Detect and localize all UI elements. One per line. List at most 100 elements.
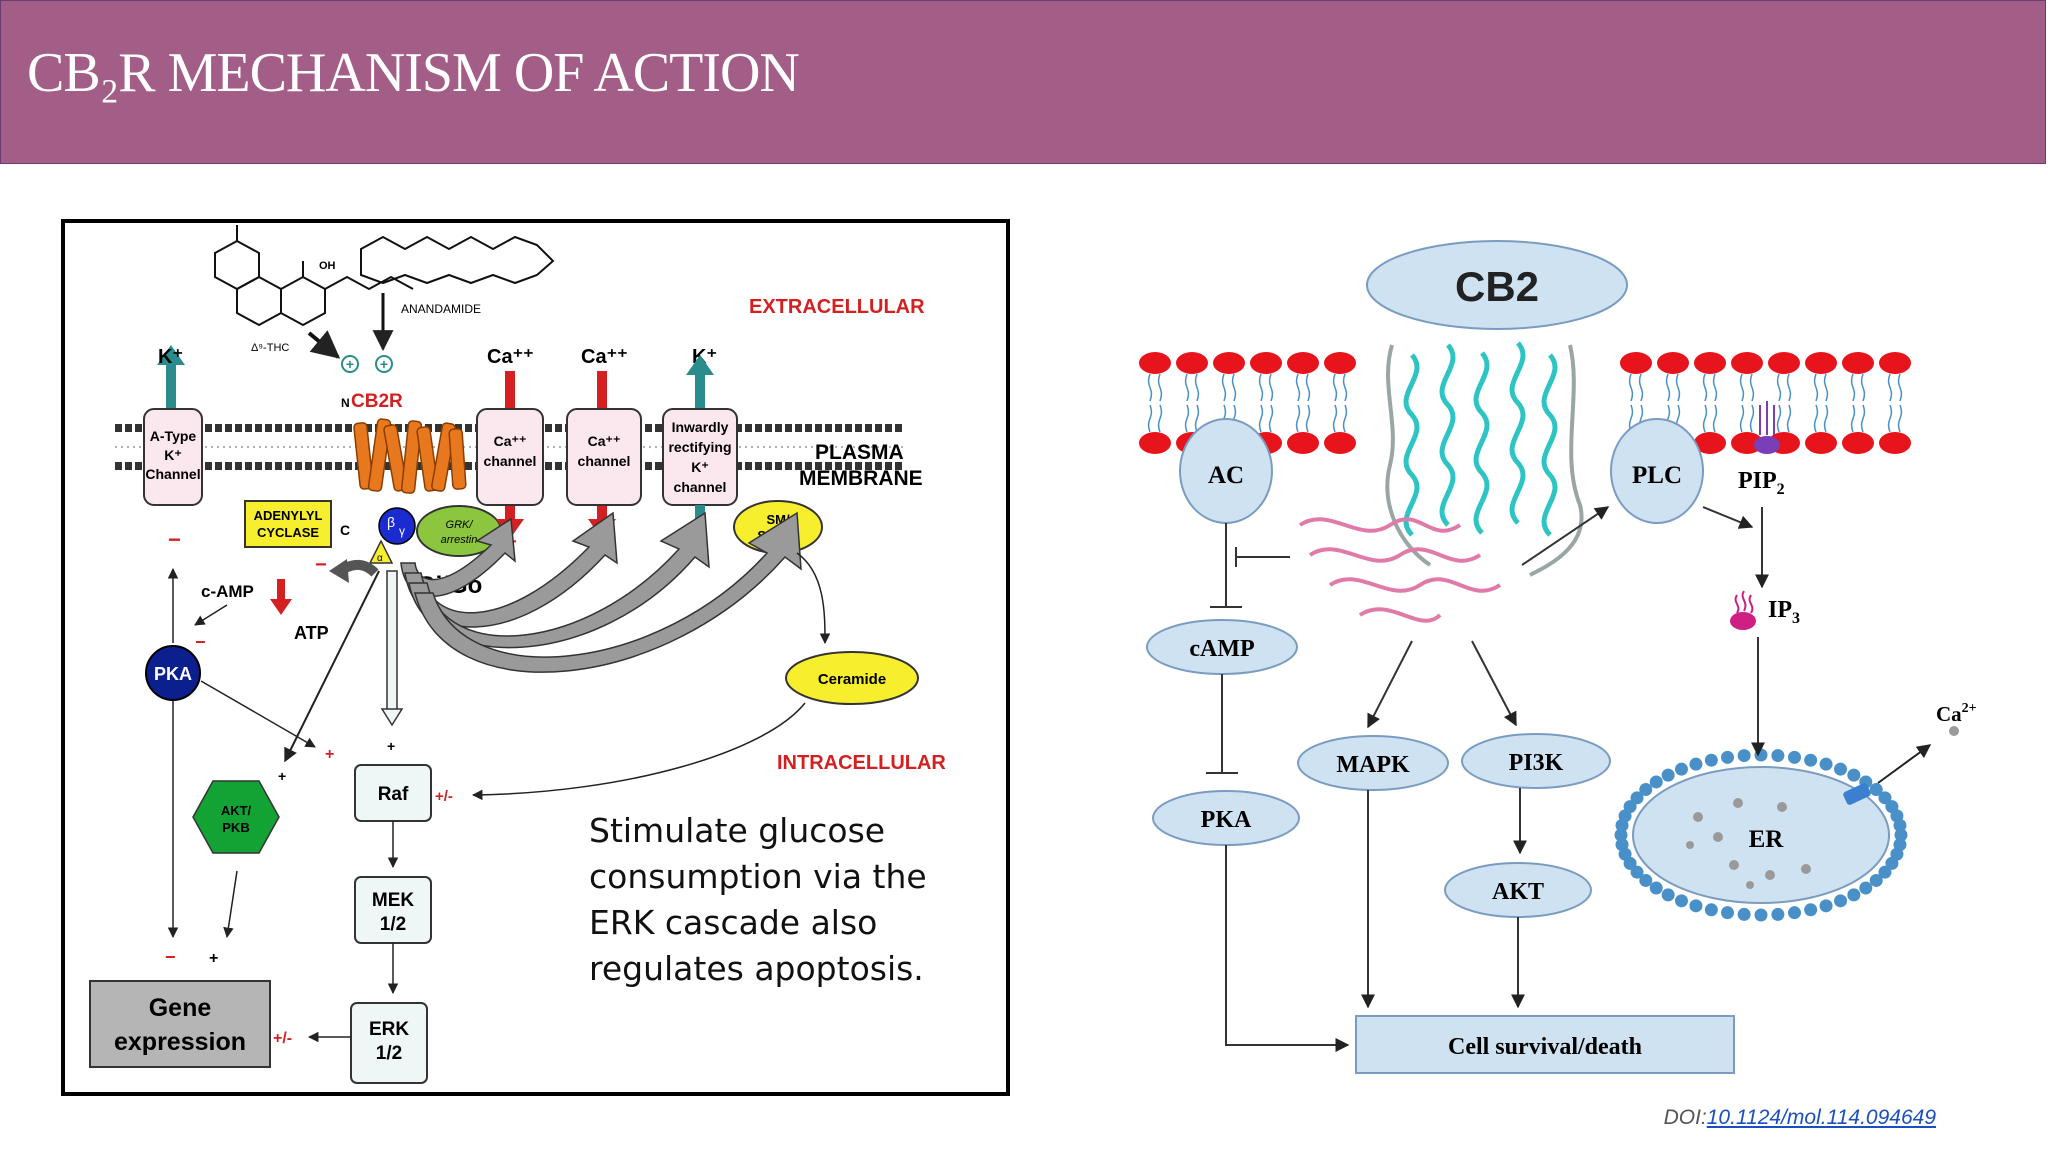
left-pathway-figure: OH Δ⁹-THC ANANDAMIDE + + EXTRACELLULAR P… [61,219,1010,1096]
ca-channel-1 [476,408,544,506]
thc-arrow [307,330,341,359]
alpha-label: α [377,553,383,564]
gene-minus: − [165,947,176,967]
c-terminus-label: C [340,522,350,538]
lipid-head [1324,432,1356,454]
lipid-head [1731,352,1763,374]
g-alpha [368,539,394,564]
er-bead [1819,757,1833,771]
ip3-tails [1734,590,1754,614]
right-pathway-svg: CB2 AC PLC PIP2 [1139,240,1977,1074]
er-bead [1869,873,1883,887]
lipid-head [1879,432,1911,454]
plc-label: PLC [1632,462,1682,489]
er-node [1632,766,1890,904]
g-to-akt-arrow [284,570,380,763]
lipid-tail [1147,404,1163,433]
pip2-text: PIP [1738,468,1777,494]
lipid-head [1805,432,1837,454]
lipid-head [1324,352,1356,374]
gene-plus-minus: +/- [273,1030,292,1047]
g-to-pi3k-arrow [1471,640,1517,727]
pip2-headgroup [1754,436,1780,454]
ceramide-to-raf-arrow [471,702,806,801]
lipid-tail [1332,373,1348,402]
er-label: ER [1749,826,1785,853]
plasma-label: PLASMA [815,441,904,464]
slide-title: CB₂R MECHANISM OF ACTION [27,42,800,104]
ca-channel-2 [566,408,642,506]
ac-label: AC [1208,462,1244,489]
g-to-raf-head [380,708,404,727]
er-bead [1674,762,1688,776]
k-left-label: K⁺ [158,346,183,368]
er-bead [1615,838,1629,852]
thc-molecule [214,225,414,327]
adenylyl-line1: ADENYLYL [254,508,323,523]
gamma-label: γ [399,524,405,538]
er-bead [1878,791,1892,805]
camp-label: cAMP [1189,636,1254,662]
right-pathway-figure: CB2 AC PLC PIP2 [1130,225,1977,1085]
membrane-bilayer [1139,352,1911,454]
er-bead [1819,899,1833,913]
lipid-tail [1221,373,1237,402]
cb2-node [1366,240,1628,330]
lipid-tail [1702,404,1718,433]
er-bead [1878,865,1892,879]
mapk-node [1297,735,1449,791]
lipid-tail [1887,404,1903,433]
mek-line2: 1/2 [380,914,406,935]
lipid-tail [1776,373,1792,402]
gi-ac-arrow-head [329,559,349,583]
ca-ion [1949,726,1959,736]
ip3-sub: 3 [1792,610,1800,627]
er-bead [1720,750,1734,764]
lipid-tail [1813,373,1829,402]
akt-label: AKT [1492,879,1544,905]
er-bead [1704,753,1718,767]
caption-text: Stimulate glucose consumption via the ER… [589,811,927,988]
lipid-head [1694,352,1726,374]
lipid-head [1213,352,1245,374]
er-bead [1614,828,1628,842]
er-bead [1893,818,1907,832]
gene-line2: expression [114,1028,246,1056]
k-efflux-arrow-shaft [166,363,176,411]
lipid-tail [1295,373,1311,402]
er-bead [1771,749,1785,763]
ca-sup: 2+ [1962,701,1977,716]
pka-label: PKA [1201,807,1252,833]
intracellular-label: INTRACELLULAR [777,752,946,774]
er-bead [1704,903,1718,917]
lipid-head [1879,352,1911,374]
akt-plus: + [278,768,286,784]
gene-expression-node [89,980,271,1068]
lipid-head [1731,432,1763,454]
ca-channel-1-line1: Ca⁺⁺ [494,433,527,449]
n-terminus-label: N [341,396,350,410]
er-bead [1689,899,1703,913]
camp-pka-arrow [194,604,228,626]
k-efflux-arrow-head [157,345,185,365]
er-bead [1649,881,1663,895]
camp-down-shaft [277,579,285,601]
raf-red-plus: + [325,746,334,763]
pka-to-raf-arrow [200,680,316,748]
cell-survival-death-node [1355,1015,1735,1074]
pka-label: PKA [154,664,192,684]
er-bead [1720,906,1734,920]
cb2-label: CB2 [1455,263,1539,310]
inward-line2: rectifying [668,439,731,455]
mek-line1: MEK [372,890,415,911]
raf-label: Raf [378,784,409,805]
ca-channel-2-line1: Ca⁺⁺ [588,433,621,449]
doi-link[interactable]: 10.1124/mol.114.094649 [1706,1106,1936,1129]
ca-text: Ca [1936,702,1962,726]
er-bead [1661,768,1675,782]
raf-plus-minus: +/- [435,788,453,805]
g-protein-structure [1298,517,1502,623]
lipid-tail [1850,373,1866,402]
lipid-head [1176,352,1208,374]
pip2-sub: 2 [1777,481,1785,498]
